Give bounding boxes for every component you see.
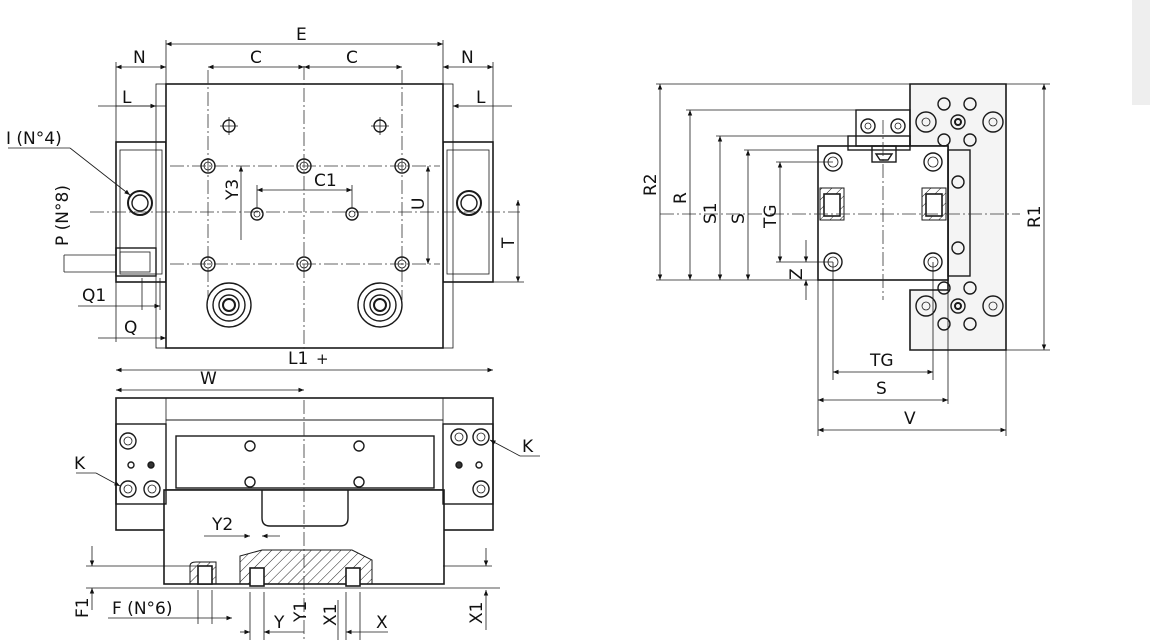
dim-C-left: C: [250, 48, 262, 68]
dim-C1: C1: [314, 171, 337, 191]
dim-V: V: [904, 409, 916, 429]
dim-L-right: L: [476, 88, 486, 108]
dim-Y: Y: [273, 613, 285, 633]
page-tab-marker: [1132, 0, 1150, 105]
dim-R1: R1: [1025, 205, 1045, 228]
dim-Y2: Y2: [211, 515, 233, 535]
dim-F1: F1: [73, 597, 93, 618]
dim-S-vertical: S: [729, 213, 749, 224]
front-screws: [119, 428, 490, 498]
dim-S-horizontal: S: [876, 379, 887, 399]
dim-R2: R2: [641, 173, 661, 196]
dim-I: I (N°4): [6, 129, 62, 149]
dim-R: R: [671, 192, 691, 204]
side-screws: [823, 97, 1004, 331]
dim-N-right: N: [461, 48, 474, 68]
dim-E: E: [296, 25, 307, 45]
dim-C-right: C: [346, 48, 358, 68]
dim-F: F (N°6): [112, 599, 172, 619]
mounting-holes: [115, 117, 482, 328]
dim-N-left: N: [133, 48, 146, 68]
top-view: E C C N N L L I (N°4) P (N°8) Q1 Q Y: [6, 25, 524, 352]
dim-L1: L1: [288, 349, 308, 369]
dim-S1: S1: [701, 202, 721, 224]
dim-L-left: L: [122, 88, 132, 108]
dim-L1-plus: +: [316, 350, 329, 368]
front-view: L1 + W K: [73, 349, 540, 640]
dim-T: T: [499, 237, 519, 249]
dim-TG-horizontal: TG: [869, 351, 894, 371]
side-view: R2 R S1 S TG Z R1 TG S V: [641, 83, 1050, 436]
dim-K-left: K: [74, 454, 86, 474]
dim-Z: Z: [787, 268, 807, 280]
dim-W: W: [200, 369, 217, 389]
dim-U: U: [409, 198, 429, 210]
dim-P: P (N°8): [53, 185, 73, 246]
dim-Y1: Y1: [291, 601, 311, 623]
dim-Q: Q: [124, 318, 137, 338]
dim-X1-bottom: X1: [321, 604, 341, 626]
dim-Y3: Y3: [223, 179, 243, 201]
dim-Q1: Q1: [82, 286, 106, 306]
dim-X1-right: X1: [467, 602, 487, 624]
dim-K-right: K: [522, 437, 534, 457]
dim-X: X: [376, 613, 388, 633]
top-plate: [165, 83, 444, 349]
dim-TG-vertical: TG: [761, 204, 781, 229]
